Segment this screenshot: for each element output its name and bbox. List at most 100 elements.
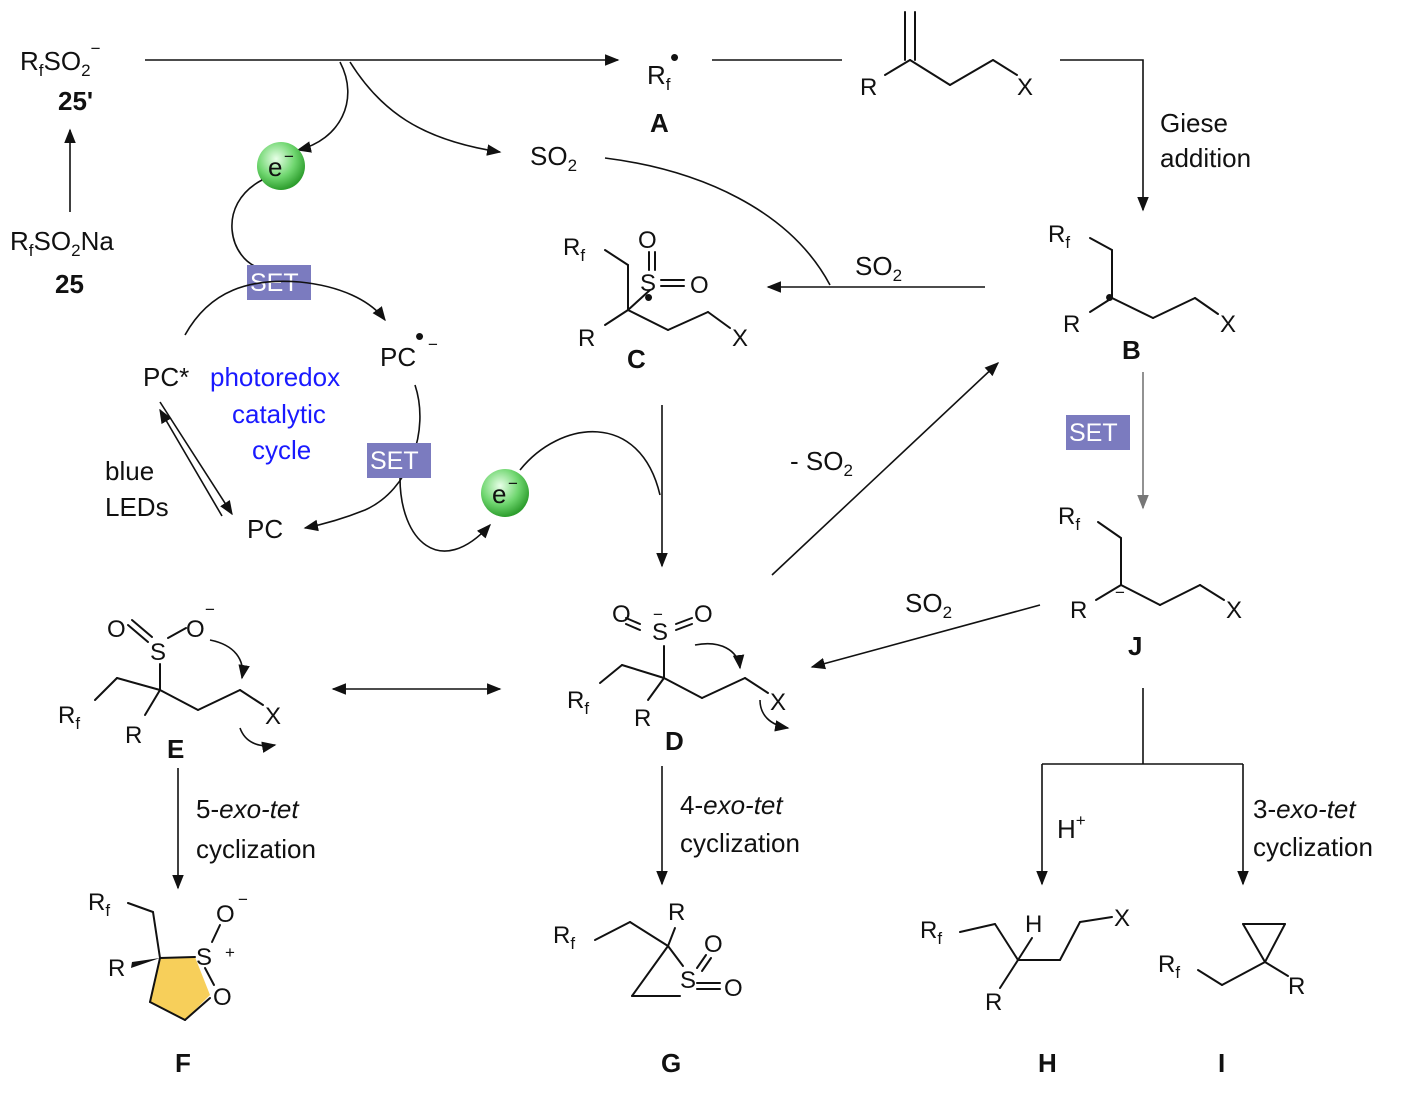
label-so2-add: SO2	[855, 251, 902, 285]
svg-text:S: S	[640, 270, 656, 297]
svg-text:S: S	[680, 967, 696, 994]
arrow-J-to-D	[810, 604, 1041, 670]
svg-text:Rf: Rf	[1048, 221, 1070, 252]
svg-text:−: −	[238, 890, 248, 909]
svg-text:SO2: SO2	[530, 141, 577, 175]
label-leds: LEDs	[105, 492, 169, 522]
svg-text:H: H	[1038, 1048, 1057, 1078]
label-addition: addition	[1160, 143, 1251, 173]
set-badge-2: SET	[367, 443, 431, 478]
svg-text:X: X	[770, 689, 786, 716]
svg-text:C: C	[627, 344, 646, 374]
svg-text:O: O	[186, 616, 205, 643]
compound-I: Rf R I	[1158, 923, 1305, 1078]
svg-text:Rf: Rf	[58, 702, 80, 733]
svg-text:E: E	[167, 734, 184, 764]
svg-text:R: R	[108, 955, 125, 982]
label-giese: Giese	[1160, 108, 1228, 138]
compound-number-25: 25	[55, 269, 84, 299]
label-so2-add-2: SO2	[905, 588, 952, 622]
compound-number-25prime: 25'	[58, 86, 93, 116]
arrow-giese-addition	[1060, 59, 1149, 212]
svg-text:e: e	[268, 152, 282, 182]
thf-ring-fill	[150, 957, 210, 1020]
label-blue: blue	[105, 456, 154, 486]
svg-text:X: X	[1220, 311, 1236, 338]
arrow-to-electron-1	[296, 61, 349, 153]
svg-text:−: −	[284, 147, 294, 166]
arrow-pcrad-to-pc	[303, 384, 421, 532]
svg-text:•: •	[415, 321, 424, 351]
curve-electron-2-to-D	[519, 431, 661, 496]
svg-text:Rf: Rf	[647, 60, 671, 94]
svg-text:Rf: Rf	[563, 234, 585, 265]
svg-text:Rf: Rf	[1058, 503, 1080, 534]
cycle-title-3: cycle	[252, 435, 311, 465]
cycle-title-2: catalytic	[232, 399, 326, 429]
label-so2-loss: - SO2	[790, 446, 853, 480]
svg-text:SET: SET	[1069, 419, 1118, 447]
compound-H: Rf H X R H	[920, 905, 1130, 1078]
svg-text:H: H	[1025, 911, 1042, 938]
svg-text:RfSO2−: RfSO2−	[20, 39, 101, 80]
svg-text:R: R	[1288, 973, 1305, 1000]
svg-text:Rf: Rf	[1158, 951, 1180, 982]
radical-A: Rf • A	[647, 42, 679, 138]
label-cyclization-5: cyclization	[196, 834, 316, 864]
svg-text:−: −	[508, 474, 518, 493]
svg-text:O: O	[690, 272, 709, 299]
svg-text:O: O	[638, 227, 657, 254]
svg-text:R: R	[578, 325, 595, 352]
svg-text:O: O	[107, 616, 126, 643]
svg-text:O: O	[724, 975, 743, 1002]
alkene-substrate: R X	[860, 11, 1033, 101]
svg-text:•: •	[644, 282, 653, 312]
svg-text:PC: PC	[247, 514, 283, 544]
svg-text:X: X	[1226, 597, 1242, 624]
compound-B: Rf • R X B	[1048, 221, 1236, 365]
svg-text:Rf: Rf	[553, 922, 575, 953]
svg-text:O: O	[213, 984, 232, 1011]
svg-text:+: +	[225, 943, 235, 962]
compound-D: − S O O Rf R X D	[567, 601, 790, 756]
svg-text:S: S	[196, 944, 212, 971]
svg-text:B: B	[1122, 335, 1141, 365]
svg-text:Rf: Rf	[567, 687, 589, 718]
label-cyclization-4: cyclization	[680, 828, 800, 858]
svg-text:PC: PC	[380, 342, 416, 372]
arrow-pc-to-pcstar	[159, 408, 223, 517]
svg-text:S: S	[652, 619, 668, 646]
pc-radical-anion: PC • −	[380, 321, 438, 372]
svg-text:O: O	[704, 931, 723, 958]
svg-text:−: −	[1115, 583, 1125, 602]
compound-C: Rf S O O • R X C	[563, 227, 748, 374]
svg-text:D: D	[665, 726, 684, 756]
svg-text:S: S	[150, 639, 166, 666]
compound-E: O S O − Rf R X E	[58, 600, 281, 764]
svg-text:F: F	[175, 1048, 191, 1078]
svg-text:•: •	[1105, 282, 1114, 312]
svg-text:PC*: PC*	[143, 362, 189, 392]
arrow-D-to-B	[771, 362, 1000, 576]
svg-text:X: X	[265, 703, 281, 730]
svg-text:Rf: Rf	[88, 889, 110, 920]
sulfinate-anion-25prime: RfSO2− 25'	[20, 39, 101, 116]
svg-text:O: O	[612, 601, 631, 628]
svg-text:R: R	[860, 74, 877, 101]
svg-text:SET: SET	[370, 447, 419, 475]
label-5-exo-tet: 5-exo-tet	[196, 794, 300, 824]
svg-text:I: I	[1218, 1048, 1225, 1078]
electron-ball-1: e −	[257, 142, 305, 190]
svg-text:R: R	[985, 989, 1002, 1016]
set-badge-3: SET	[1066, 415, 1130, 450]
compound-J: Rf − R X J	[1058, 503, 1242, 661]
pc-ground: PC	[247, 514, 283, 544]
label-3-exo-tet: 3-exo-tet	[1253, 794, 1357, 824]
label-cyclization-3: cyclization	[1253, 832, 1373, 862]
svg-text:R: R	[668, 899, 685, 926]
svg-text:e: e	[492, 479, 506, 509]
svg-text:RfSO2Na: RfSO2Na	[10, 226, 114, 260]
label-4-exo-tet: 4-exo-tet	[680, 790, 784, 820]
svg-text:−: −	[653, 605, 663, 624]
svg-text:R: R	[634, 705, 651, 732]
